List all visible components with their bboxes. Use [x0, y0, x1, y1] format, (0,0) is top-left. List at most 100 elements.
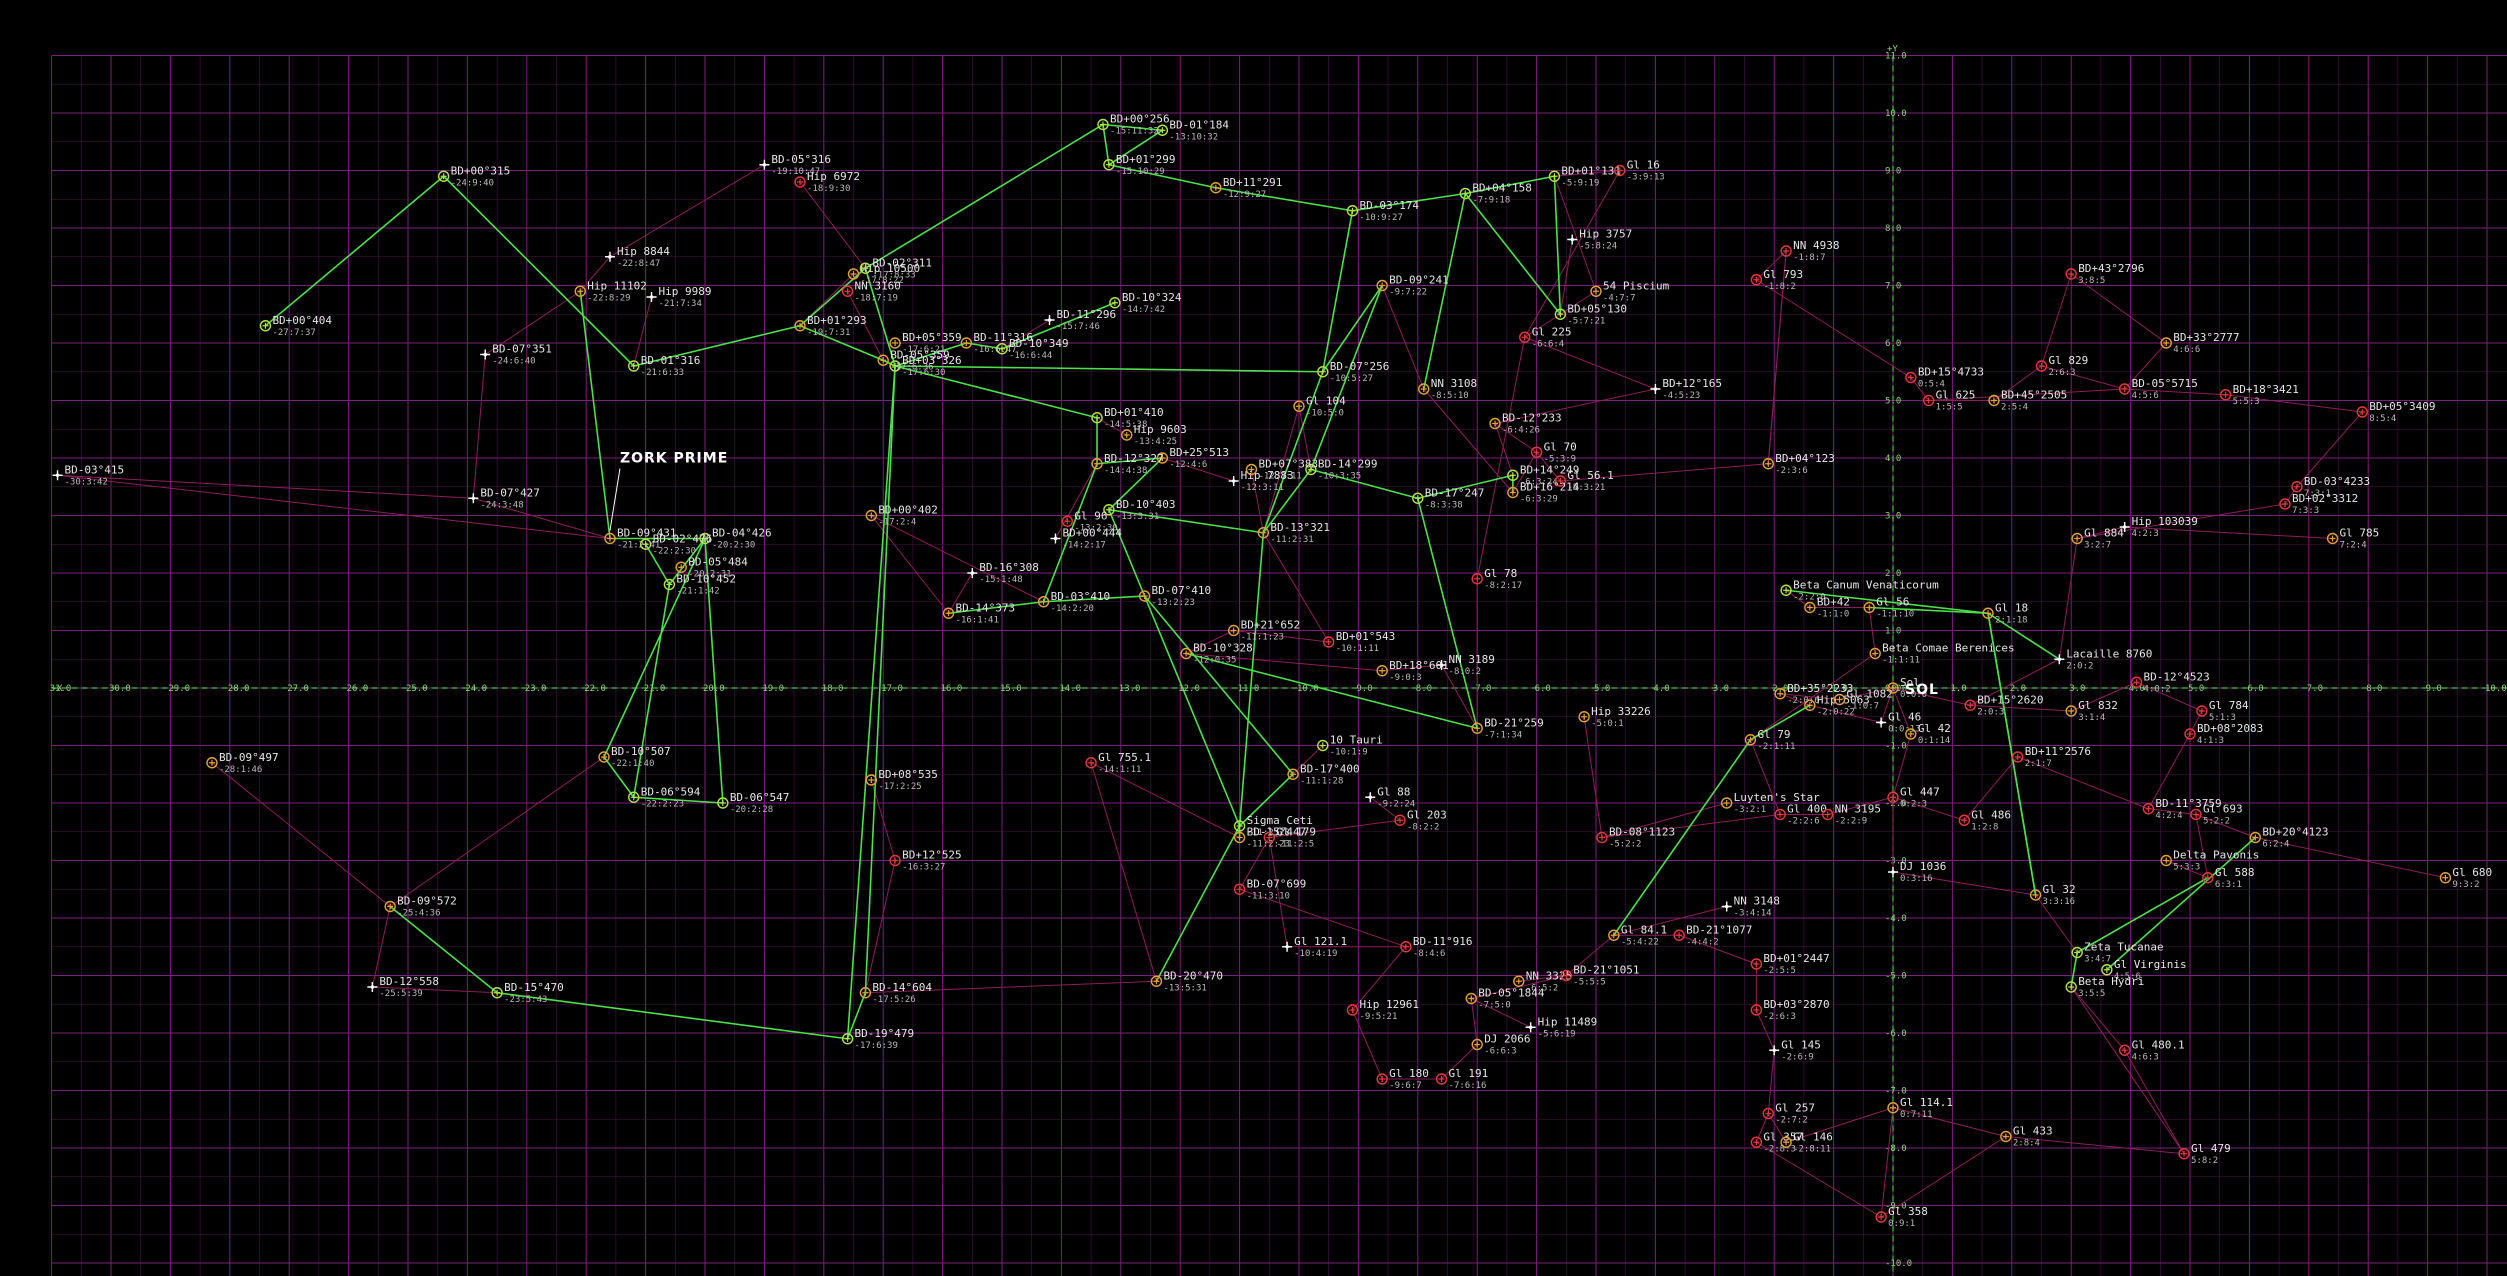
star-system[interactable]: BD+12°525-16:3:27	[889, 849, 962, 873]
star-system[interactable]: BD-03°410-14:2:20	[1037, 590, 1111, 614]
star-system[interactable]: 54 Piscium-4:7:7	[1590, 279, 1670, 303]
star-system[interactable]: Gl 323:3:16	[2029, 883, 2076, 907]
star-system[interactable]: Gl 56-1:1:10	[1863, 596, 1914, 620]
star-system[interactable]: BD+00°444-14:2:17	[1050, 527, 1122, 551]
star-system[interactable]: Gl 793-1:8:2	[1750, 268, 1803, 292]
star-system[interactable]: NN 3195-2:2:9	[1821, 803, 1881, 827]
star-system[interactable]: BD-15°470-23:5:43	[491, 981, 564, 1005]
star-system[interactable]: BD-01°316-21:6:33	[628, 354, 701, 378]
star-system[interactable]: Gl 16-3:9:13	[1614, 159, 1665, 183]
highlight-callout[interactable]: ZORK PRIME	[609, 451, 728, 531]
star-system[interactable]: BD+11°291-12:9:27	[1210, 176, 1283, 200]
star-system[interactable]: Gl 121.1-10:4:19	[1282, 935, 1347, 959]
star-system[interactable]: BD-04°426-20:2:30	[699, 527, 772, 551]
star-system[interactable]: BD+25°513-12:4:6	[1156, 446, 1229, 470]
star-system[interactable]: Gl 191-7:6:16	[1435, 1067, 1489, 1091]
star-system[interactable]: BD+04°123-2:3:6	[1762, 452, 1835, 476]
highlight-callout[interactable]: SOL	[1905, 682, 1939, 698]
star-system[interactable]: Gl 179-11:2:5	[1263, 826, 1316, 850]
star-system[interactable]: Gl 88-9:2:24	[1365, 785, 1415, 809]
star-system[interactable]: Gl 755.1-14:1:11	[1085, 751, 1151, 775]
star-system[interactable]: Luyten's Star-3:2:1	[1720, 791, 1820, 815]
star-system[interactable]: BD+01°299-15:10:29	[1103, 153, 1176, 177]
star-system[interactable]: BD+04°158-7:9:18	[1459, 182, 1532, 206]
star-system[interactable]: BD-10°349-16:6:44	[996, 337, 1069, 361]
star-system[interactable]: BD-14°604-17:5:26	[859, 981, 932, 1005]
star-system[interactable]: BD-03°174-10:9:27	[1346, 199, 1419, 223]
star-system[interactable]: BD+01°543-10:1:11	[1322, 630, 1396, 654]
star-system[interactable]: BD-21°1051-5:5:5	[1560, 964, 1640, 988]
star-system[interactable]: BD+12°165-4:5:23	[1650, 377, 1722, 401]
star-system[interactable]: NN 3325-6:5:2	[1513, 969, 1572, 993]
star-system[interactable]: BD-05°316-19:10:47	[759, 153, 831, 177]
star-system[interactable]: BD-10°324-14:7:42	[1109, 291, 1182, 315]
star-system[interactable]: BD-07°699-11:3:10	[1233, 877, 1307, 901]
star-system[interactable]: BD-14°299-10:3:35	[1305, 458, 1378, 482]
star-system[interactable]: BD-05°1844-7:5:0	[1465, 987, 1545, 1011]
star-system[interactable]: BD-12°558-25:5:39	[367, 975, 439, 999]
star-system[interactable]: BD-07°351-24:6:40	[480, 343, 552, 367]
star-system[interactable]: BD-11°296-15:7:46	[1044, 308, 1117, 332]
star-system[interactable]: Gl 104-10:5:0	[1293, 394, 1346, 418]
star-system[interactable]: BD-02°311-17:8:33	[859, 256, 932, 280]
star-system[interactable]: Gl 79-2:1:11	[1744, 728, 1795, 752]
star-system[interactable]: Hip 11489-5:6:19	[1525, 1015, 1598, 1039]
star-system[interactable]: Gl 400-2:2:6	[1774, 803, 1827, 827]
star-system[interactable]: Gl 225-6:6:4	[1519, 325, 1572, 349]
star-system[interactable]: BD+03°2870-2:6:3	[1750, 998, 1830, 1022]
star-system[interactable]: BD-16°308-15:1:48	[967, 561, 1039, 585]
star-system[interactable]: BD-19°479-17:6:39	[841, 1027, 915, 1051]
star-system[interactable]: BD-09°572-25:4:36	[384, 895, 457, 919]
star-system[interactable]: BD+00°315-24:9:40	[437, 164, 511, 188]
star-system[interactable]: BD-15°447-11:2:23	[1233, 826, 1307, 850]
star-system[interactable]: BD+07°383-12:3:11	[1245, 458, 1318, 482]
star-system[interactable]: BD+03°326-17:6:30	[889, 354, 962, 378]
star-system[interactable]: Hip 7883-12:3:11	[1228, 469, 1294, 493]
star-system[interactable]: BD+35°2233-2:0:6	[1774, 682, 1853, 706]
star-system[interactable]: Gl 182:1:18	[1982, 601, 2028, 625]
star-system[interactable]: BD-09°431-21:2:41	[604, 527, 677, 551]
star-system[interactable]: Gl 56.1-5:3:21	[1554, 469, 1614, 493]
star-system[interactable]: Gl 480.14:6:3	[2118, 1038, 2185, 1062]
star-system[interactable]: Gl 1082-1:0:7	[1833, 688, 1893, 712]
star-system[interactable]: BD+05°130-5:7:21	[1554, 302, 1627, 326]
star-system[interactable]: Gl 180-9:6:7	[1376, 1067, 1429, 1091]
star-system[interactable]: BD-10°452-21:1:42	[663, 573, 736, 597]
star-system[interactable]: BD-10°403-13:3:31	[1103, 498, 1176, 522]
star-system[interactable]: BD-14°373-16:1:41	[942, 601, 1016, 625]
star-system[interactable]: Gl 257-2:7:2	[1762, 1102, 1815, 1126]
star-system[interactable]: Hip 5063-2:0:22	[1804, 693, 1870, 717]
star-system[interactable]: BD+42-1:1:0	[1804, 596, 1850, 620]
star-system[interactable]: BD+01°293-19:7:31	[794, 314, 867, 338]
star-system[interactable]: BD-11°316-16:6:47	[960, 331, 1033, 355]
star-system[interactable]: BD-07°410-13:2:23	[1138, 584, 1212, 608]
star-system[interactable]: BD-10°507-22:1:40	[598, 745, 671, 769]
star-system[interactable]: BD+16°214-6:3:29	[1507, 481, 1580, 505]
star-system[interactable]: BD+01°2447-2:5:5	[1750, 952, 1830, 976]
star-system[interactable]: BD-07°256-10:5:27	[1317, 360, 1390, 384]
star-system[interactable]: BD+00°256-15:11:32	[1097, 113, 1170, 137]
star-system[interactable]: BD+21°652-11:1:23	[1227, 619, 1301, 643]
star-system[interactable]: BD+05°359-17:6:21	[889, 331, 962, 355]
star-system[interactable]: Gl 146-2:8:11	[1780, 1130, 1833, 1154]
